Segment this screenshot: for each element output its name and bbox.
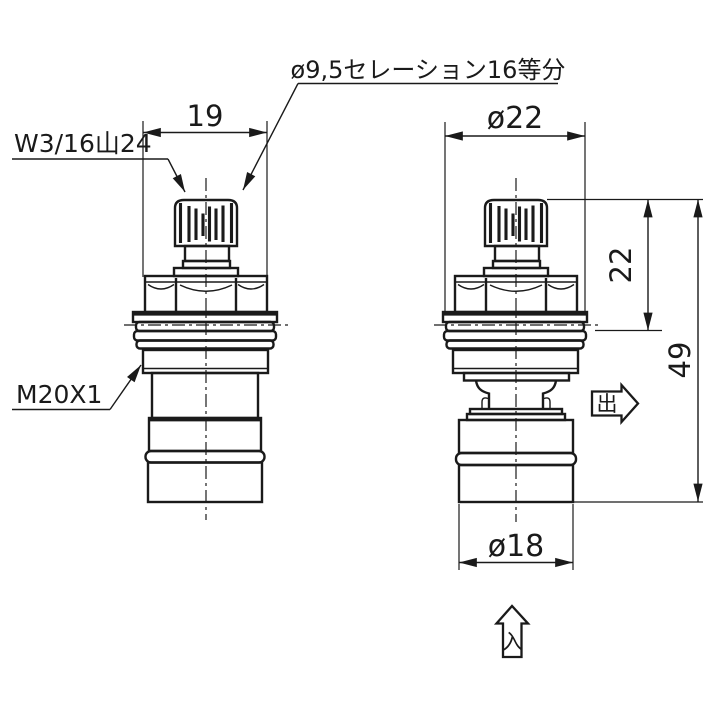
stem-thread-text: W3/16山24 bbox=[14, 129, 152, 158]
inlet-kanji: 入 bbox=[502, 630, 523, 654]
dim-dia18-value: ø18 bbox=[488, 529, 545, 564]
label-stem-thread: W3/16山24 bbox=[12, 129, 186, 193]
outlet-flow-arrow: 出 bbox=[590, 381, 640, 426]
dimension-overall-height-49: 49 bbox=[663, 199, 703, 502]
left-view bbox=[124, 178, 288, 520]
left-mid-cylinder bbox=[150, 371, 260, 420]
inlet-flow-arrow: 入 bbox=[493, 604, 531, 659]
label-serration-spec: ø9,5セレーション16等分 bbox=[242, 56, 566, 191]
left-base-cylinder bbox=[146, 461, 264, 504]
dim19-value: 19 bbox=[187, 99, 224, 133]
stem-thread-leader-arrow bbox=[167, 158, 186, 193]
dim-dia22-value: ø22 bbox=[487, 101, 544, 136]
dim-dia22-extension-lines bbox=[444, 122, 586, 311]
right-valve-waist bbox=[474, 380, 558, 409]
right-waist-detail bbox=[481, 397, 551, 409]
body-thread-leader-arrow bbox=[109, 364, 142, 410]
right-view-upper-assembly bbox=[441, 198, 589, 375]
dimension-hex-width-19: 19 bbox=[142, 99, 268, 277]
dim19-extension-lines bbox=[142, 121, 268, 277]
dim49-value: 49 bbox=[663, 342, 697, 379]
inlet-arrow-icon bbox=[493, 604, 531, 659]
serration-spec-text: ø9,5セレーション16等分 bbox=[291, 56, 566, 84]
left-bead-ring bbox=[144, 449, 266, 464]
dimension-body-diameter-22: ø22 bbox=[444, 101, 586, 311]
dimension-base-diameter-18: ø18 bbox=[458, 504, 574, 570]
serration-leader-arrow bbox=[242, 83, 299, 191]
left-lower-ring-section bbox=[147, 416, 263, 453]
right-view bbox=[434, 178, 598, 522]
dimension-upper-height-22: 22 bbox=[604, 199, 653, 331]
outlet-kanji: 出 bbox=[597, 392, 618, 416]
body-thread-text: M20X1 bbox=[16, 380, 102, 409]
left-view-upper-assembly bbox=[131, 198, 279, 375]
label-body-thread: M20X1 bbox=[12, 364, 142, 411]
outlet-arrow-icon bbox=[590, 381, 640, 426]
dim22-value: 22 bbox=[604, 247, 638, 284]
